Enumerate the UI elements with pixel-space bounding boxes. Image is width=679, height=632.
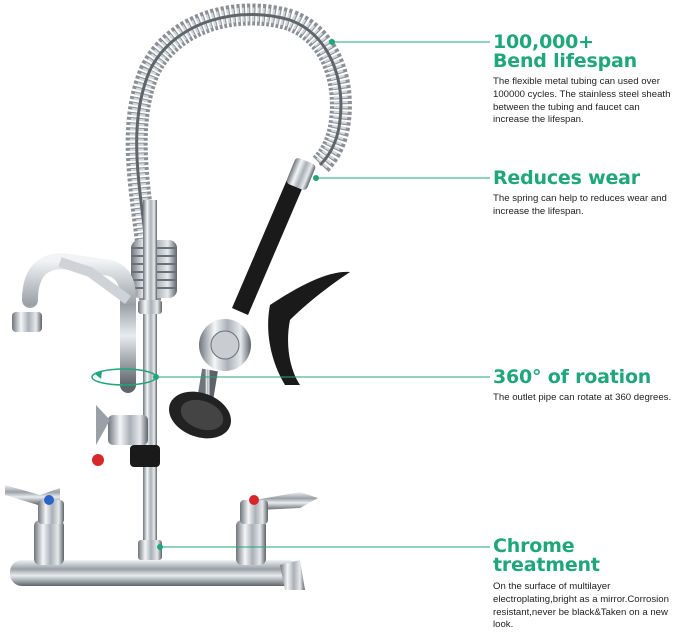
spray-head <box>169 391 231 439</box>
hot-handle <box>240 492 318 524</box>
feature-title: 360° of roation <box>493 366 652 388</box>
side-valve <box>92 405 160 467</box>
feature-title: 100,000+ Bend lifespan <box>493 33 677 71</box>
coil-spring <box>125 3 352 301</box>
spray-handle <box>232 168 308 315</box>
trigger-lever <box>268 271 350 385</box>
wall-mount <box>10 520 305 590</box>
faucet-illustration <box>5 3 490 590</box>
feature-rotation: 360° of roation The outlet pipe can rota… <box>493 368 677 405</box>
riser-pipe <box>143 200 157 570</box>
cold-handle <box>5 485 64 524</box>
feature-description: On the surface of multilayer electroplat… <box>493 581 669 631</box>
feature-description: The flexible metal tubing can used over … <box>493 76 671 126</box>
callout-lines <box>153 39 490 550</box>
feature-bend-lifespan: 100,000+ Bend lifespan The flexible meta… <box>493 33 677 127</box>
feature-title-line1: 100,000+ <box>493 31 594 53</box>
feature-description: The outlet pipe can rotate at 360 degree… <box>493 392 672 403</box>
spray-valve <box>197 319 251 402</box>
feature-title-line2: Bend lifespan <box>493 50 637 72</box>
product-infographic: 100,000+ Bend lifespan The flexible meta… <box>5 3 677 630</box>
feature-title: Chrome treatment <box>493 535 600 576</box>
feature-description: The spring can help to reduces wear and … <box>493 193 667 217</box>
feature-chrome-treatment: Chrome treatment On the surface of multi… <box>493 537 677 632</box>
feature-reduces-wear: Reduces wear The spring can help to redu… <box>493 169 677 219</box>
swing-spout <box>12 253 136 393</box>
feature-title: Reduces wear <box>493 167 640 189</box>
